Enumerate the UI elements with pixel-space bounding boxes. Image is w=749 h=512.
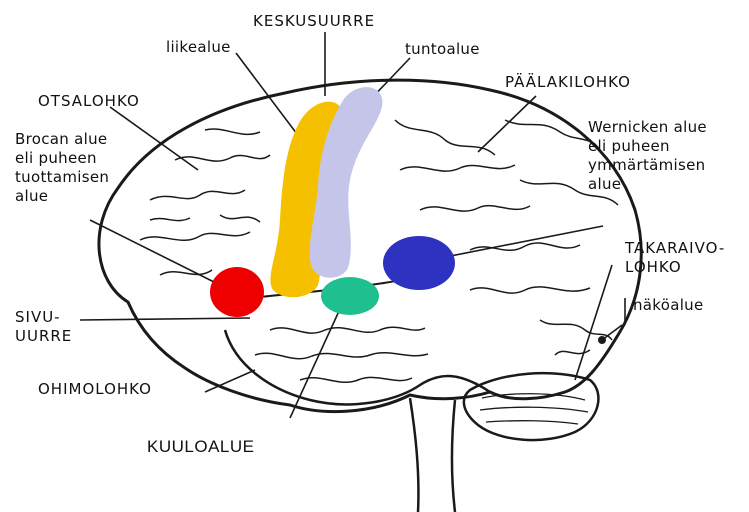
gyri-lines (140, 120, 618, 382)
label-tuntoalue: tuntoalue (405, 40, 480, 59)
occipital-dot (598, 336, 606, 344)
label-broca: Brocan alue eli puheen tuottamisen alue (15, 130, 109, 206)
broca-area (210, 267, 264, 317)
label-wernicke: Wernicken alue eli puheen ymmärtämisen a… (588, 118, 707, 194)
label-ohimolohko: OHIMOLOHKO (38, 380, 152, 399)
brain-stem (410, 398, 455, 512)
wernicke-area (383, 236, 455, 290)
label-sivuuurre: SIVU- UURRE (15, 308, 72, 346)
label-keskusuurre: KESKUSUURRE (253, 12, 375, 31)
label-kuuloalue: KUULOALUE (147, 437, 254, 456)
label-nakoalue: näköalue (633, 296, 704, 315)
label-takaraivolohko: TAKARAIVO- LOHKO (625, 239, 725, 277)
label-otsalohko: OTSALOHKO (38, 92, 140, 111)
auditory-area (321, 277, 379, 315)
label-liikealue: liikealue (166, 38, 231, 57)
label-paalakilohko: PÄÄLAKILOHKO (505, 73, 631, 92)
temporal-lobe-outline (225, 330, 490, 404)
